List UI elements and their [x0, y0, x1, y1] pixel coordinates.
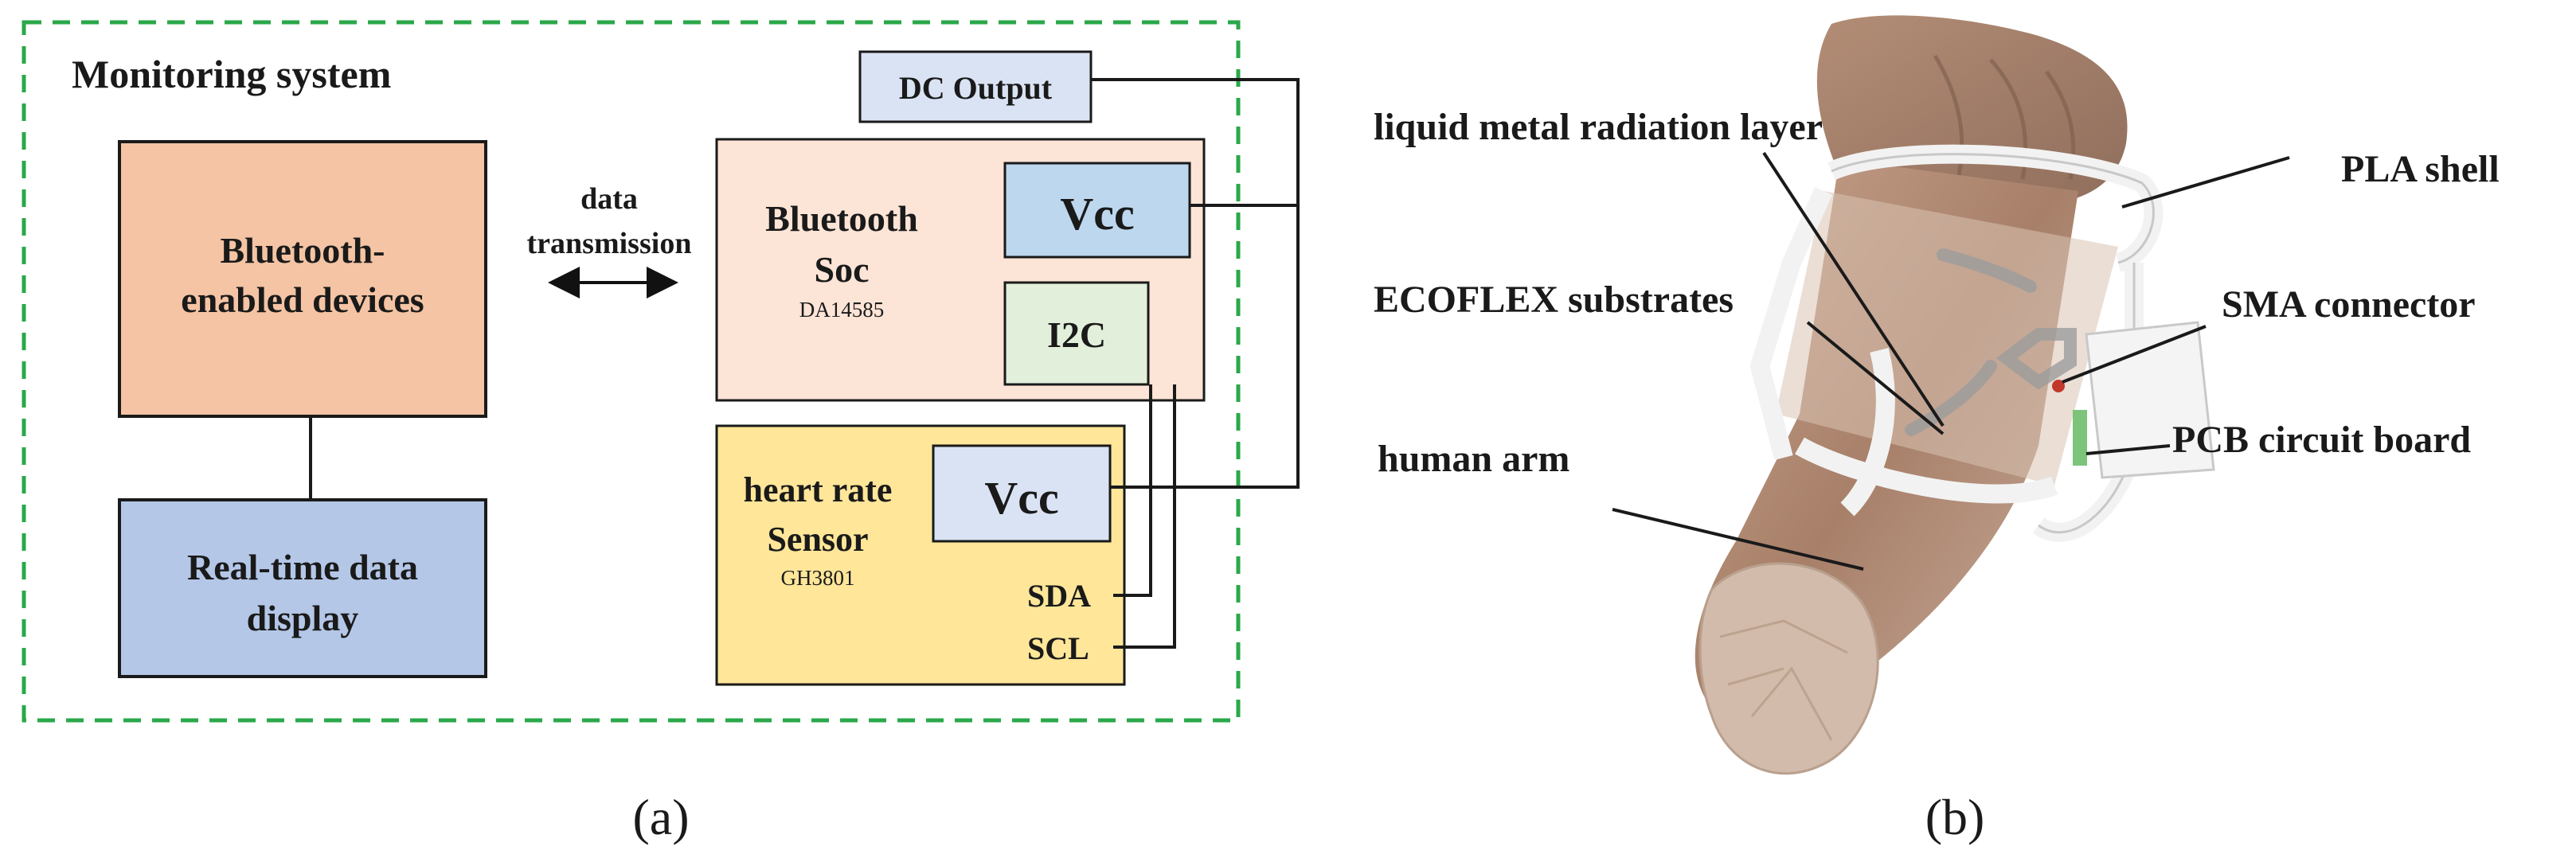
text-line: Bluetooth [765, 198, 918, 239]
text-line: Real-time data [187, 547, 418, 587]
text-line: heart rate [744, 470, 893, 509]
label-liquid-metal: liquid metal radiation layer [1374, 106, 1823, 148]
soc-vcc-box [1003, 162, 1191, 259]
sensor-sda-label: SDA [1027, 578, 1091, 614]
sma-connector [2052, 380, 2065, 392]
text-line: Bluetooth- [221, 230, 385, 271]
panel-a: Monitoring system Bluetooth-enabled devi… [21, 20, 1300, 845]
dc-output-box [858, 50, 1093, 123]
sensor-scl-label: SCL [1027, 630, 1089, 666]
pcb-green-edge [2073, 410, 2087, 466]
bluetooth-devices-label: Bluetooth-enabled devices [181, 230, 424, 320]
sensor-vcc-box [932, 444, 1112, 543]
text-line: enabled devices [181, 279, 424, 320]
label-human-arm: human arm [1378, 438, 1569, 480]
arm-end-facets [1719, 619, 1848, 741]
label-pla-shell: PLA shell [2341, 148, 2500, 190]
realtime-display-box [118, 498, 487, 678]
text-line: Sensor [767, 520, 868, 559]
leader-lines [1612, 151, 2290, 571]
text-line: Soc [815, 249, 870, 290]
data-transmission-label: data transmission [527, 182, 692, 260]
soc-i2c-label: I2C [1047, 314, 1106, 355]
liquid-metal-radiation-layer [1905, 248, 2077, 436]
dc-output-label: DC Output [899, 70, 1053, 106]
ecoflex-substrate [1776, 191, 2118, 486]
monitoring-system-title: Monitoring system [72, 52, 391, 96]
label-sma: SMA connector [2222, 283, 2476, 326]
caption-b: (b) [1925, 789, 1985, 845]
text-line: data [580, 182, 638, 216]
wiring [1091, 78, 1300, 649]
bluetooth-devices-box [118, 140, 487, 418]
sensor-vcc-label: Vcc [984, 472, 1058, 524]
caption-a: (a) [632, 789, 689, 845]
monitoring-system-border [21, 20, 1241, 723]
heart-rate-sensor-chip: GH3801 [781, 566, 855, 590]
text-line: display [247, 598, 359, 638]
text-line: transmission [527, 227, 692, 260]
bluetooth-soc-chip: DA14585 [799, 298, 885, 322]
label-ecoflex: ECOFLEX substrates [1374, 279, 1734, 321]
arm-end-illustration [1698, 562, 1879, 775]
soc-vcc-label: Vcc [1060, 188, 1134, 240]
panel-b: liquid metal radiation layer PLA shell E… [1374, 15, 2500, 845]
label-pcb: PCB circuit board [2172, 419, 2471, 461]
realtime-display-label: Real-time data display [187, 547, 418, 638]
soc-i2c-box [1003, 281, 1150, 386]
